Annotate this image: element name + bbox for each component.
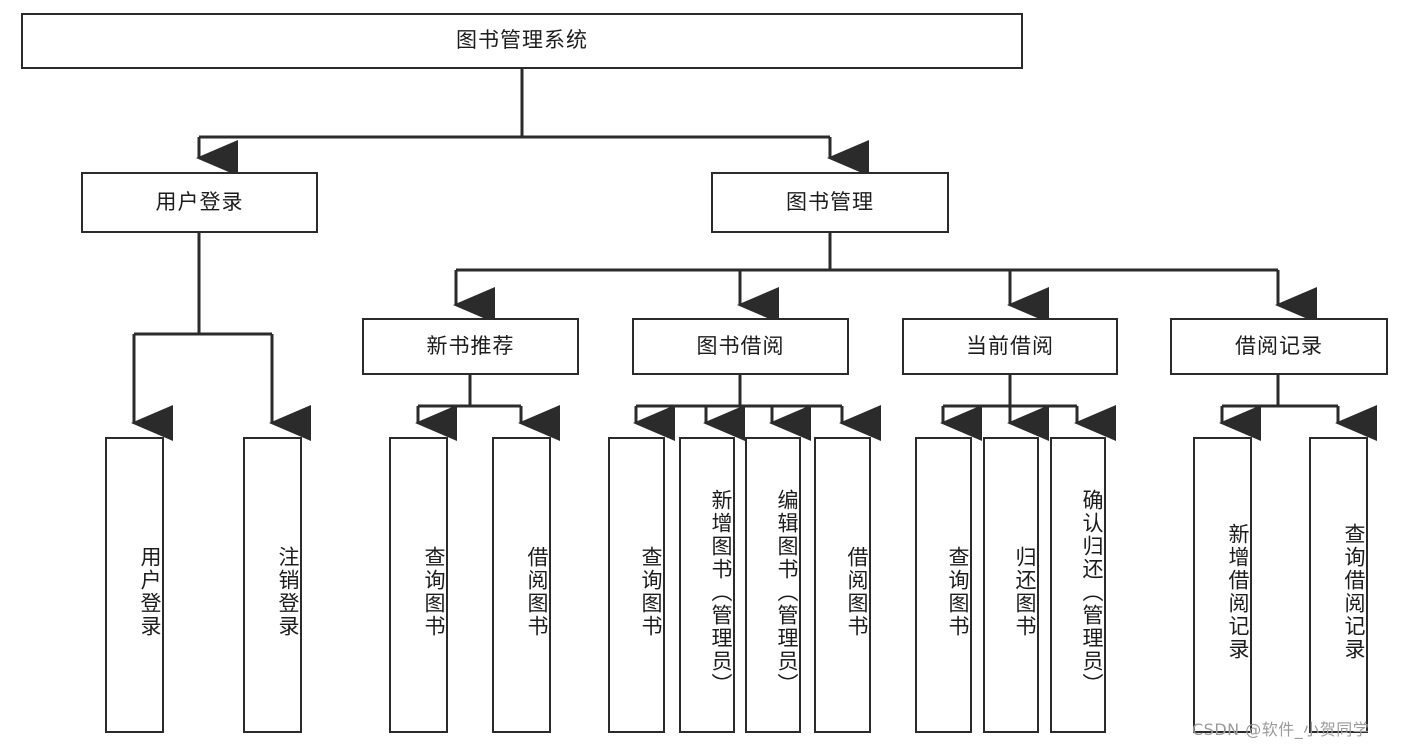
- node-label: 新增图书（管理员）: [709, 488, 733, 696]
- leaf-borrow-edit-book-admin[interactable]: 编辑图书（管理员）: [745, 437, 801, 733]
- node-label: 用户登录: [155, 189, 244, 214]
- leaf-current-query-book[interactable]: 查询图书: [915, 437, 972, 733]
- leaf-user-login-login[interactable]: 用户登录: [105, 437, 164, 733]
- node-new-book-recommend[interactable]: 新书推荐: [362, 318, 579, 375]
- node-book-borrow[interactable]: 图书借阅: [632, 318, 849, 375]
- node-label: 归还图书: [1013, 546, 1037, 638]
- leaf-record-add-record[interactable]: 新增借阅记录: [1193, 437, 1252, 733]
- node-label: 图书管理系统: [456, 28, 588, 53]
- leaf-current-confirm-return-admin[interactable]: 确认归还（管理员）: [1050, 437, 1106, 733]
- node-label: 注销登录: [276, 546, 300, 638]
- node-label: 新增借阅记录: [1226, 523, 1250, 661]
- leaf-borrow-add-book-admin[interactable]: 新增图书（管理员）: [679, 437, 735, 733]
- node-label: 确认归还（管理员）: [1080, 488, 1104, 696]
- node-label: 查询图书: [422, 546, 446, 638]
- node-root-system[interactable]: 图书管理系统: [21, 13, 1023, 69]
- node-label: 当前借阅: [966, 333, 1054, 358]
- leaf-recommend-query-book[interactable]: 查询图书: [389, 437, 448, 733]
- node-borrow-record[interactable]: 借阅记录: [1170, 318, 1388, 375]
- leaf-current-return-book[interactable]: 归还图书: [983, 437, 1039, 733]
- node-label: 编辑图书（管理员）: [775, 488, 799, 696]
- leaf-record-query-record[interactable]: 查询借阅记录: [1309, 437, 1368, 733]
- node-current-borrow[interactable]: 当前借阅: [902, 318, 1118, 375]
- node-label: 借阅图书: [525, 546, 549, 638]
- node-label: 用户登录: [138, 546, 162, 638]
- leaf-borrow-borrow-book[interactable]: 借阅图书: [814, 437, 871, 733]
- node-label: 查询图书: [946, 546, 970, 638]
- leaf-user-login-logout[interactable]: 注销登录: [243, 437, 302, 733]
- node-user-login[interactable]: 用户登录: [81, 172, 318, 233]
- node-label: 查询图书: [639, 546, 663, 638]
- node-label: 新书推荐: [426, 333, 515, 358]
- leaf-recommend-borrow-book[interactable]: 借阅图书: [492, 437, 551, 733]
- csdn-watermark: CSDN @软件_小贺同学: [1192, 720, 1370, 739]
- node-label: 图书管理: [786, 189, 874, 214]
- node-label: 图书借阅: [696, 333, 785, 358]
- node-label: 查询借阅记录: [1342, 523, 1366, 661]
- node-label: 借阅记录: [1235, 333, 1323, 358]
- leaf-borrow-query-book[interactable]: 查询图书: [608, 437, 665, 733]
- node-label: 借阅图书: [845, 546, 869, 638]
- node-book-management[interactable]: 图书管理: [711, 172, 949, 233]
